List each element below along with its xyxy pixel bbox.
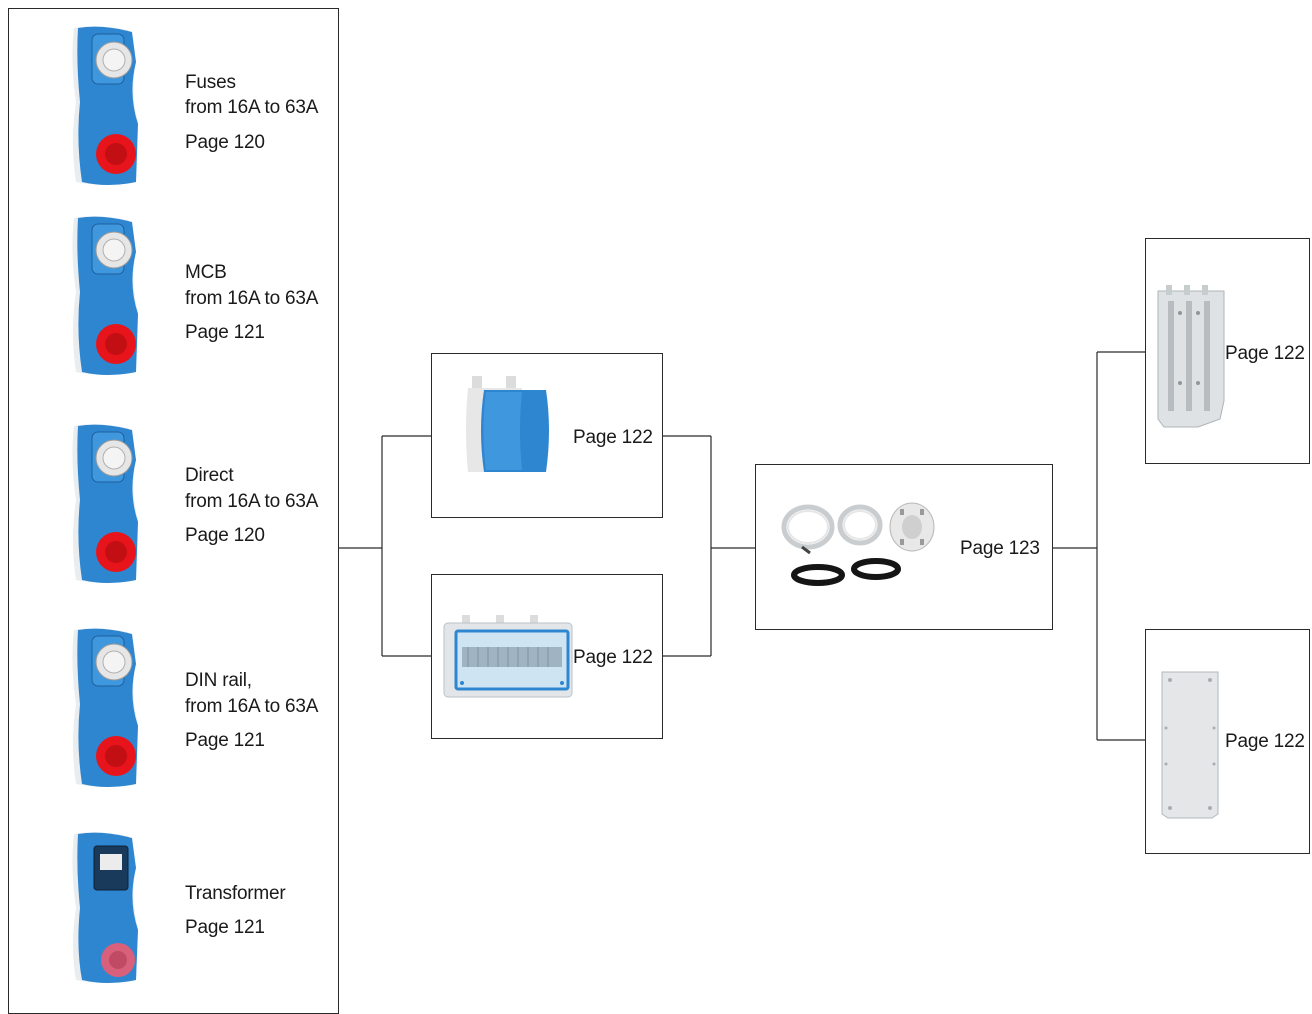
item-page-link[interactable]: Page 121 [185,320,265,346]
socket-unit-image [66,624,146,792]
item-page-link[interactable]: Page 121 [185,728,265,754]
large-enclosure-image [442,611,576,703]
item-page-link[interactable]: Page 120 [185,130,265,156]
item-title: DIN rail, [185,668,252,694]
page-link[interactable]: Page 123 [960,536,1040,562]
enclosure-large-box[interactable]: Page 122 [431,574,663,739]
small-enclosure-image [462,374,562,478]
blank-plate-box[interactable]: Page 122 [1145,629,1310,854]
item-range: from 16A to 63A [185,95,318,121]
item-range: from 16A to 63A [185,286,318,312]
item-range: from 16A to 63A [185,694,318,720]
socket-unit-image [66,420,146,588]
item-title: Direct [185,463,233,489]
page-link[interactable]: Page 122 [573,425,653,451]
mounting-plate-box[interactable]: Page 122 [1145,238,1310,464]
page-link[interactable]: Page 122 [1225,341,1305,367]
item-title: Fuses [185,70,236,96]
item-page-link[interactable]: Page 121 [185,915,265,941]
transformer-unit-image [66,828,146,988]
socket-unit-image [66,212,146,380]
enclosure-small-box[interactable]: Page 122 [431,353,663,518]
mounting-plate-image [1154,283,1228,433]
page-link[interactable]: Page 122 [573,645,653,671]
item-title: Transformer [185,881,286,907]
accessories-image [776,497,952,597]
socket-unit-image [66,22,146,190]
item-title: MCB [185,260,227,286]
accessories-box[interactable]: Page 123 [755,464,1053,630]
blank-plate-image [1158,668,1224,822]
item-range: from 16A to 63A [185,489,318,515]
page-link[interactable]: Page 122 [1225,729,1305,755]
item-page-link[interactable]: Page 120 [185,523,265,549]
